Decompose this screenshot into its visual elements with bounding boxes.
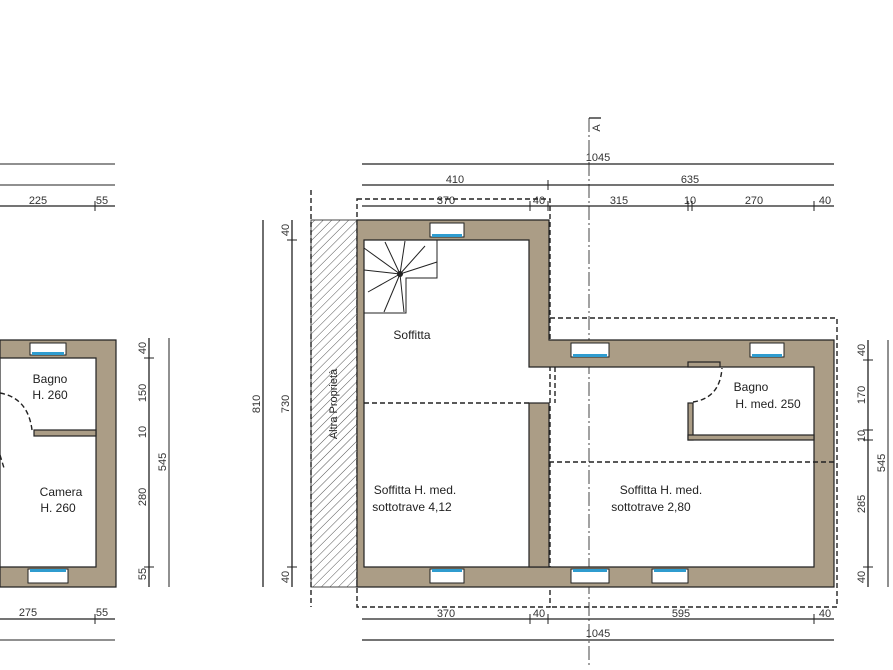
- roof-outline-left: [356, 198, 551, 608]
- main-left-dim-730: 730: [280, 395, 292, 413]
- left-camera-height: H. 260: [40, 501, 76, 515]
- bagno-wall-horizontal: [687, 434, 815, 441]
- main-bottom-dim-595: 595: [672, 608, 690, 620]
- main-right-dim-10: 10: [856, 430, 868, 442]
- main-top-dim-410: 410: [446, 174, 464, 186]
- main-right-dim-40a: 40: [856, 344, 868, 356]
- main-bottom-dim-370: 370: [437, 608, 455, 620]
- window-soffitta-top-glass: [432, 234, 462, 237]
- bagno-wall-stub: [687, 361, 721, 368]
- main-top-dim-40b: 40: [819, 195, 831, 207]
- left-right-dim-10: 10: [137, 426, 149, 438]
- main-top-dim-635: 635: [681, 174, 699, 186]
- main-bottom-dim-40b: 40: [819, 608, 831, 620]
- left-bottom-dim-275: 275: [19, 607, 37, 619]
- main-right-dim-40b: 40: [856, 571, 868, 583]
- room-soffitta: Soffitta: [393, 328, 430, 342]
- room-bagno-height: H. med. 250: [735, 397, 801, 411]
- main-top-dim-10: 10: [684, 195, 696, 207]
- main-plan: A 1045 410 635 370 40 315 10 270 40 810 …: [251, 117, 889, 665]
- left-bottom-dim-55: 55: [96, 607, 108, 619]
- left-plan-interior-wall: [33, 429, 97, 437]
- room-bagno-name: Bagno: [734, 380, 769, 394]
- main-right-dim-545: 545: [876, 454, 888, 472]
- left-plan: 225 55 Bagno H. 260 Camera H. 260 40 150…: [0, 163, 170, 641]
- main-top-dim-270: 270: [745, 195, 763, 207]
- window-bottom-1-glass: [432, 569, 462, 572]
- main-plan-walls: [356, 219, 835, 588]
- left-top-dim-55: 55: [96, 195, 108, 207]
- left-plan-walls: [0, 339, 117, 588]
- left-camera-name: Camera: [40, 485, 83, 499]
- left-bagno-name: Bagno: [33, 372, 68, 386]
- left-right-dim-150: 150: [137, 384, 149, 402]
- bagno-door-swing: [692, 367, 723, 403]
- interior-wall-left: [528, 402, 550, 568]
- main-bottom-dim-40a: 40: [533, 608, 545, 620]
- altra-proprieta-label: Altra Proprietà: [328, 368, 340, 439]
- main-right-dim-170: 170: [856, 386, 868, 404]
- left-window-top-glass: [32, 352, 64, 355]
- window-right-top-2-glass: [752, 354, 782, 357]
- main-left-dim-40b: 40: [280, 571, 292, 583]
- left-top-dim-225: 225: [29, 195, 47, 207]
- left-bagno-height: H. 260: [32, 388, 68, 402]
- left-right-dim-280: 280: [137, 488, 149, 506]
- room-soffitta-left-line2: sottotrave 4,12: [372, 500, 452, 514]
- room-soffitta-right-line1: Soffitta H. med.: [620, 483, 702, 497]
- main-top-dim-40a: 40: [533, 195, 545, 207]
- main-left-dim-40a: 40: [280, 224, 292, 236]
- main-top-dim-370: 370: [437, 195, 455, 207]
- left-right-dim-55: 55: [137, 568, 149, 580]
- main-top-dim-315: 315: [610, 195, 628, 207]
- left-window-bottom-glass: [30, 569, 66, 572]
- main-bottom-dim-1045: 1045: [586, 628, 610, 640]
- room-soffitta-right-line2: sottotrave 2,80: [611, 500, 691, 514]
- main-top-dim-1045: 1045: [586, 152, 610, 164]
- window-right-top-1-glass: [573, 354, 607, 357]
- section-marker: A: [591, 124, 603, 132]
- spiral-staircase: [363, 239, 438, 314]
- left-right-dim-545: 545: [157, 453, 169, 471]
- main-left-dim-810: 810: [251, 395, 263, 413]
- left-door-swing: [0, 392, 33, 431]
- window-bottom-3-glass: [654, 569, 686, 572]
- room-soffitta-left-line1: Soffitta H. med.: [374, 483, 456, 497]
- left-door-swing-2: [0, 454, 5, 469]
- left-right-dim-40: 40: [137, 342, 149, 354]
- main-right-dim-285: 285: [856, 495, 868, 513]
- window-bottom-2-glass: [573, 569, 607, 572]
